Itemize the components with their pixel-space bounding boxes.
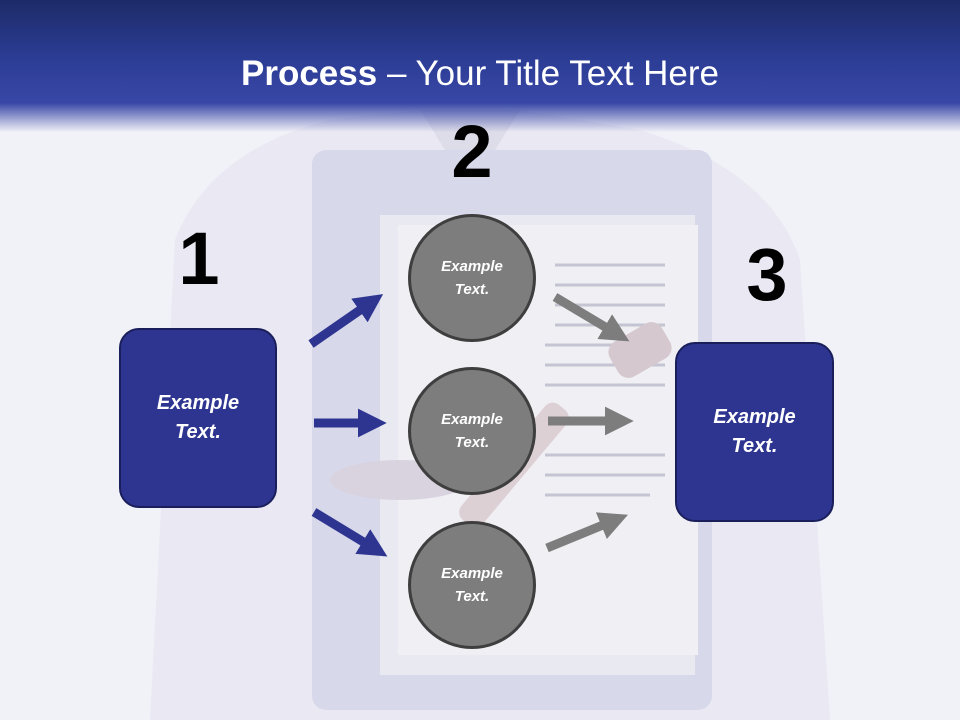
- slide-title: Process – Your Title Text Here: [0, 52, 960, 96]
- step-1-number: 1: [178, 217, 220, 300]
- arrow-from-circle-bottom: [545, 512, 628, 553]
- circle-middle-line2: Text.: [454, 434, 490, 451]
- title-bar: [0, 0, 960, 132]
- circle-top-line1: Example: [441, 258, 503, 275]
- arrow-to-circle-bottom: [311, 508, 388, 557]
- circle-top-line2: Text.: [454, 281, 490, 298]
- circle-bottom-line2: Text.: [454, 588, 490, 605]
- step-3-line1: Example: [713, 406, 796, 428]
- circle-bottom-line1: Example: [441, 565, 503, 582]
- title-bold: Process: [241, 54, 378, 93]
- arrow-to-circle-top: [308, 294, 384, 348]
- step-2-number: 2: [451, 110, 493, 193]
- step-3-line2: Text.: [731, 435, 778, 457]
- step-1-line2: Text.: [175, 421, 221, 443]
- arrow-from-circle-top: [552, 293, 630, 342]
- title-rest: – Your Title Text Here: [377, 54, 719, 93]
- circle-middle-line1: Example: [441, 411, 503, 428]
- step-1-line1: Example: [156, 392, 240, 414]
- step-3-number: 3: [746, 233, 788, 316]
